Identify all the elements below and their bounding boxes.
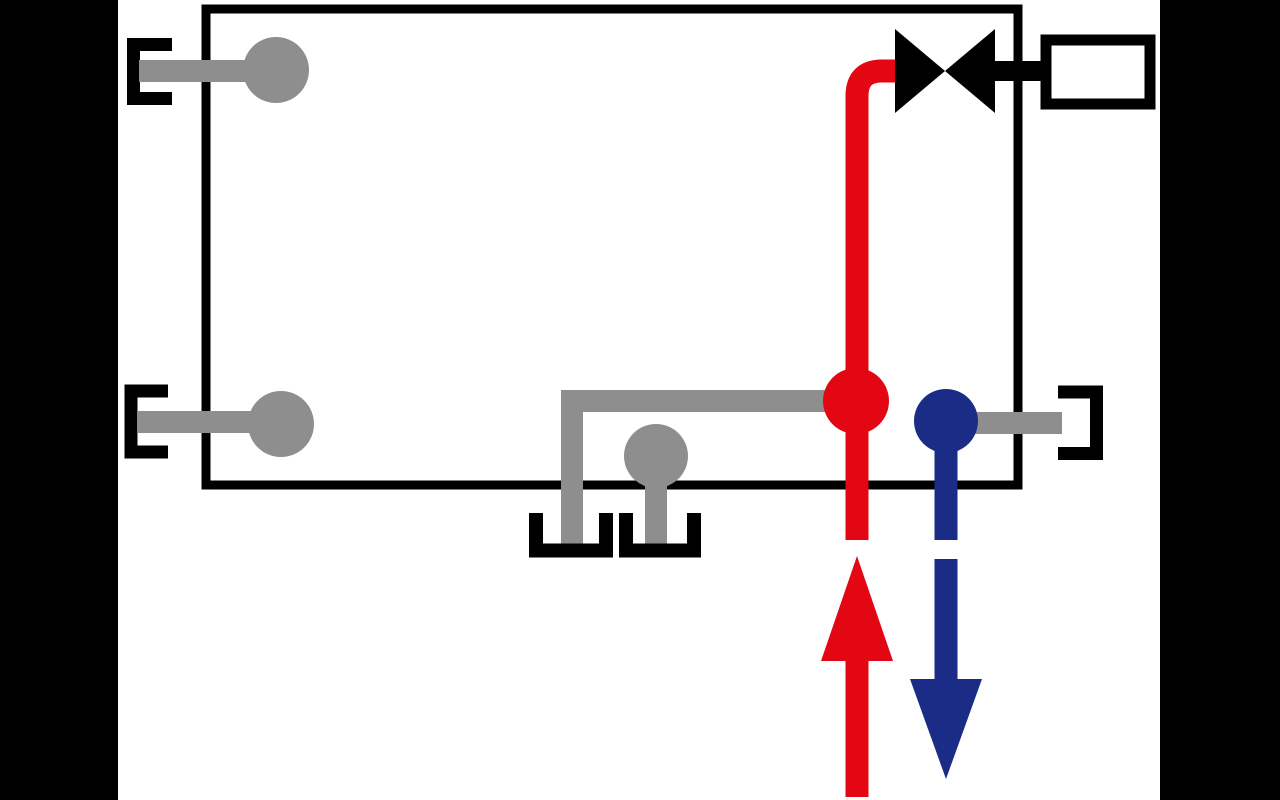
- flow-pipe-red: [845, 59, 896, 540]
- letterbox-right-bar: [1160, 0, 1280, 800]
- top-left-bracket-icon: [127, 38, 172, 105]
- top-left-blanking-plug: [243, 37, 309, 103]
- flow-arrow-head-up-icon: [821, 556, 893, 661]
- mid-fitting-plug: [624, 424, 688, 488]
- letterbox-left-bar: [0, 0, 118, 800]
- valve-bowtie-left-triangle: [895, 29, 945, 113]
- return-junction-fitting: [914, 389, 978, 453]
- right-bracket-icon: [1058, 385, 1103, 460]
- thermostat-head-box: [1040, 34, 1156, 110]
- mid-left-blanking-plug: [248, 391, 314, 457]
- mid-left-bracket-icon: [124, 384, 168, 459]
- return-arrow-head-down-icon: [910, 679, 982, 779]
- flow-junction-fitting: [823, 368, 889, 434]
- valve-bowtie-right-triangle: [945, 29, 995, 113]
- internal-gray-pipe: [561, 390, 856, 545]
- bottom-bracket-right-icon: [619, 513, 701, 558]
- bottom-bracket-left-icon: [529, 513, 613, 558]
